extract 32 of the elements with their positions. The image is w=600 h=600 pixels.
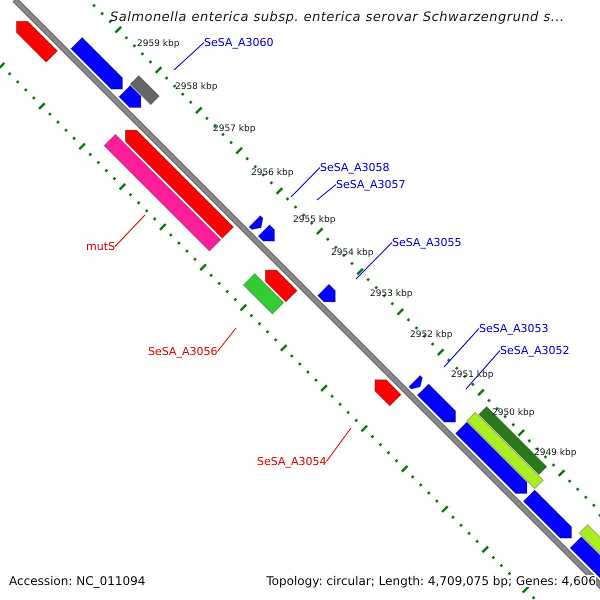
tick-label: 2952 kbp [410,331,452,340]
gene-label: SeSA_A3058 [320,162,390,173]
leader-line [174,42,204,70]
tick-label: 2959 kbp [137,40,180,49]
leader-line [316,184,336,200]
tick-label: 2951 kbp [451,371,494,380]
leader-line [466,350,500,390]
leader-line [356,242,392,280]
leader-line [326,428,352,462]
gene-label: SeSA_A3052 [500,345,570,356]
tick-label: 2955 kbp [293,216,336,225]
tick-label: 2954 kbp [331,249,374,258]
leader-line [114,214,146,247]
gene-label: SeSA_A3053 [479,323,548,334]
gene-label: SeSA_A3056 [148,346,218,357]
leader-line [216,328,236,352]
tick-label: 2957 kbp [213,125,256,134]
tick-label: 2950 kbp [492,409,534,418]
leader-line [444,328,480,368]
gene-label: SeSA_A3060 [204,37,274,48]
tick-label: 2956 kbp [251,169,294,178]
gene-label: mutS [86,241,115,252]
tick-label: 2958 kbp [175,83,218,92]
tick-label: 2949 kbp [534,449,576,458]
leader-line [290,167,320,198]
gene-label: SeSA_A3055 [392,237,462,248]
tick-label: 2953 kbp [370,290,412,299]
title: Salmonella enterica subsp. enterica serovar Schwarzengrund s... [110,11,565,24]
gene-label: SeSA_A3057 [336,179,406,190]
gene-label: SeSA_A3054 [257,456,326,467]
accession-text: Accession: NC_011094 [9,575,146,587]
summary-text: Topology: circular; Length: 4,709,075 bp; Genes: 4,606 [266,575,596,587]
